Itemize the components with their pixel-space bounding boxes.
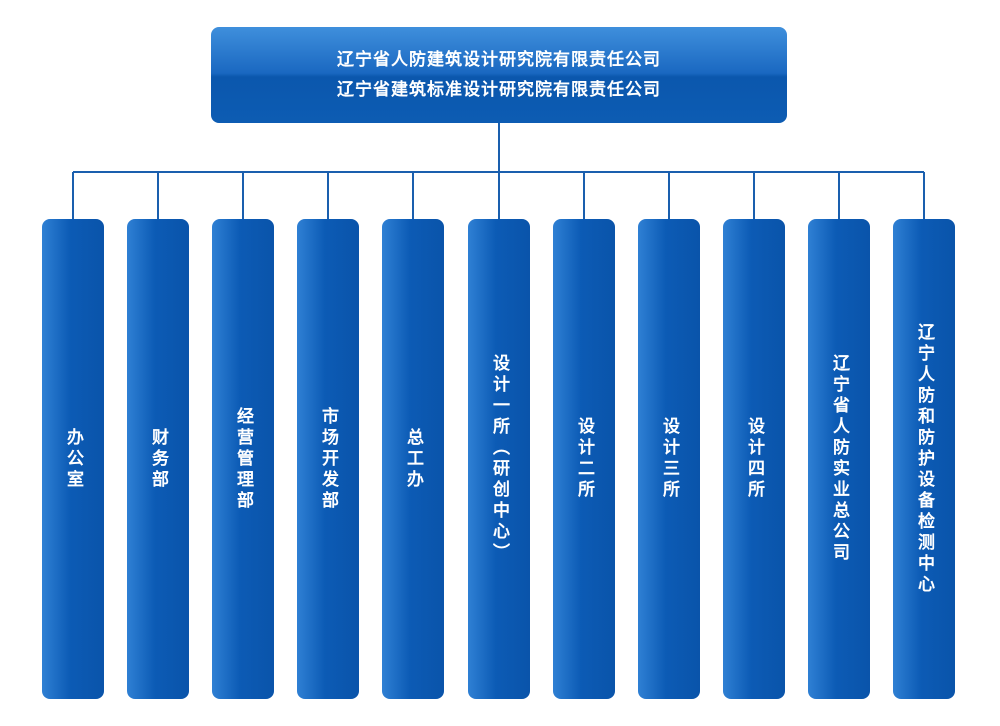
dept-label: 辽宁省人防实业总公司 <box>829 354 849 564</box>
dept-label: 设计三所 <box>659 417 679 501</box>
dept-label: 经营管理部 <box>233 406 253 512</box>
dept-box-design-institute-2: 设计二所 <box>553 219 615 699</box>
dept-box-business-management: 经营管理部 <box>212 219 274 699</box>
dept-label: 办公室 <box>63 427 83 491</box>
top-org-name-1: 辽宁省人防建筑设计研究院有限责任公司 <box>337 50 661 70</box>
dept-label: 设计一所（研创中心） <box>489 354 509 564</box>
dept-box-civil-defense-industry: 辽宁省人防实业总公司 <box>808 219 870 699</box>
dept-label: 财务部 <box>148 427 168 491</box>
dept-box-chief-engineer-office: 总工办 <box>382 219 444 699</box>
top-organization-box: 辽宁省人防建筑设计研究院有限责任公司 辽宁省建筑标准设计研究院有限责任公司 <box>211 27 787 123</box>
dept-box-design-institute-1: 设计一所（研创中心） <box>468 219 530 699</box>
dept-box-design-institute-3: 设计三所 <box>638 219 700 699</box>
dept-label: 设计四所 <box>744 417 764 501</box>
dept-label: 市场开发部 <box>318 406 338 512</box>
dept-box-testing-center: 辽宁人防和防护设备检测中心 <box>893 219 955 699</box>
dept-label: 设计二所 <box>574 417 594 501</box>
dept-box-office: 办公室 <box>42 219 104 699</box>
dept-box-finance: 财务部 <box>127 219 189 699</box>
dept-box-market-development: 市场开发部 <box>297 219 359 699</box>
dept-box-design-institute-4: 设计四所 <box>723 219 785 699</box>
top-org-name-2: 辽宁省建筑标准设计研究院有限责任公司 <box>337 80 661 100</box>
dept-label: 辽宁人防和防护设备检测中心 <box>914 322 934 596</box>
dept-label: 总工办 <box>403 427 423 491</box>
